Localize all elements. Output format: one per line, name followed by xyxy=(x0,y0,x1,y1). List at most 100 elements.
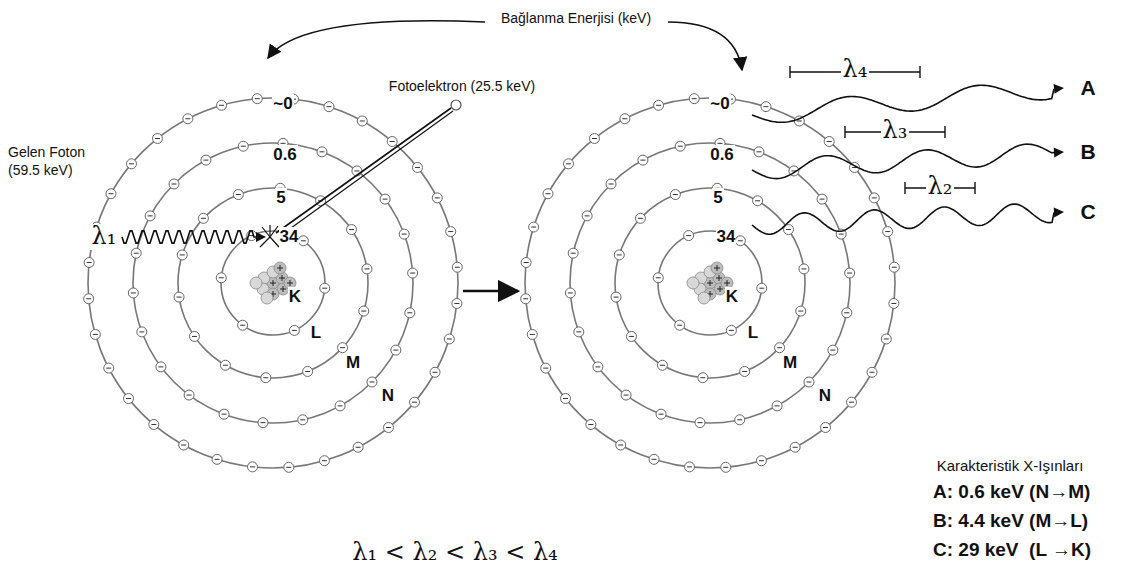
electron xyxy=(284,462,294,472)
electron-sign xyxy=(87,262,92,263)
binding-energy: 5 xyxy=(275,188,286,208)
electron-sign xyxy=(260,422,265,423)
electron-sign xyxy=(222,414,227,415)
title-arrow xyxy=(268,21,485,58)
electron-sign xyxy=(872,197,877,198)
electron-sign xyxy=(844,312,849,313)
electron xyxy=(347,225,357,235)
electron-sign xyxy=(172,183,177,184)
electron xyxy=(131,248,141,258)
electron-sign xyxy=(793,447,798,448)
electron xyxy=(638,155,648,165)
electron-sign xyxy=(523,298,528,299)
electron xyxy=(775,343,785,353)
electron-sign xyxy=(181,445,186,446)
electron xyxy=(252,94,262,104)
electron xyxy=(137,327,147,337)
electron xyxy=(757,283,767,293)
electron-sign xyxy=(797,120,802,121)
electron xyxy=(611,292,621,302)
electron-sign xyxy=(677,325,682,326)
binding-energy: ~0 xyxy=(272,94,293,114)
electron-sign xyxy=(801,268,806,269)
electron-sign xyxy=(697,422,702,423)
electron-sign xyxy=(652,459,657,460)
electron-sign xyxy=(349,229,354,230)
electron-sign xyxy=(545,193,550,194)
electron-shell xyxy=(178,188,368,378)
electron-sign xyxy=(723,467,728,468)
binding-energy: 34 xyxy=(716,227,737,247)
electron-sign xyxy=(659,414,664,415)
electron-sign xyxy=(687,466,692,467)
electron xyxy=(84,258,94,268)
electron-sign xyxy=(301,240,306,241)
electron-sign xyxy=(563,398,568,399)
electron-shell xyxy=(615,188,805,378)
electron xyxy=(804,377,814,387)
nucleon xyxy=(711,262,723,274)
electron-sign xyxy=(192,336,197,337)
electron xyxy=(521,294,531,304)
electron xyxy=(258,418,268,428)
electron-sign xyxy=(369,382,374,383)
electron xyxy=(169,179,179,189)
shell-name: M xyxy=(782,353,798,373)
incident-photon-label: Gelen Foton (59.5 keV) xyxy=(8,143,100,179)
electron-sign xyxy=(756,151,761,152)
electron-sign xyxy=(849,402,854,403)
electron xyxy=(220,360,230,370)
electron-sign xyxy=(678,146,683,147)
arrow-head xyxy=(1054,148,1064,158)
nucleon xyxy=(250,277,262,289)
electron xyxy=(145,211,155,221)
electron-sign xyxy=(383,199,388,200)
photoelectron-label: Fotoelektron (25.5 keV) xyxy=(389,78,535,94)
electron xyxy=(124,394,134,404)
transition-arrow xyxy=(463,290,518,293)
electron xyxy=(790,442,800,452)
electron xyxy=(183,114,193,124)
key-entry: C: 29 keV (L →K) xyxy=(933,539,1091,561)
nucleon xyxy=(687,277,699,289)
electron-sign xyxy=(595,366,600,367)
electron xyxy=(303,366,313,376)
electron xyxy=(721,462,731,472)
electron-sign xyxy=(255,98,260,99)
electron xyxy=(391,345,401,355)
electron xyxy=(616,440,626,450)
electron-sign xyxy=(588,424,593,425)
electron-sign xyxy=(364,268,369,269)
electron xyxy=(219,409,229,419)
electron-sign xyxy=(640,160,645,161)
electron xyxy=(649,454,659,464)
electron xyxy=(568,248,578,258)
shell-name: M xyxy=(345,353,361,373)
electron-sign xyxy=(775,405,780,406)
electron-sign xyxy=(847,273,852,274)
electron-sign xyxy=(531,227,536,228)
xray-letter: A xyxy=(1080,76,1095,100)
electron-sign xyxy=(407,312,412,313)
electron xyxy=(156,362,166,372)
electron xyxy=(446,227,456,237)
electron-sign xyxy=(131,292,136,293)
electron-sign xyxy=(286,467,291,468)
electron-sign xyxy=(798,311,803,312)
proton-sign xyxy=(719,275,720,281)
electron xyxy=(289,325,299,335)
electron-sign xyxy=(215,459,220,460)
electron xyxy=(582,211,592,221)
electron xyxy=(430,367,440,377)
electron xyxy=(261,373,271,383)
electron-sign xyxy=(402,234,407,235)
electron-sign xyxy=(585,215,590,216)
electron-shell xyxy=(88,98,458,468)
electron-sign xyxy=(839,234,844,235)
photon-waves xyxy=(122,84,1064,243)
diagram-title: Bağlanma Enerjisi (keV) xyxy=(501,10,651,26)
electron xyxy=(657,360,667,370)
electron xyxy=(606,179,616,189)
electron xyxy=(128,288,138,298)
electron xyxy=(881,334,891,344)
